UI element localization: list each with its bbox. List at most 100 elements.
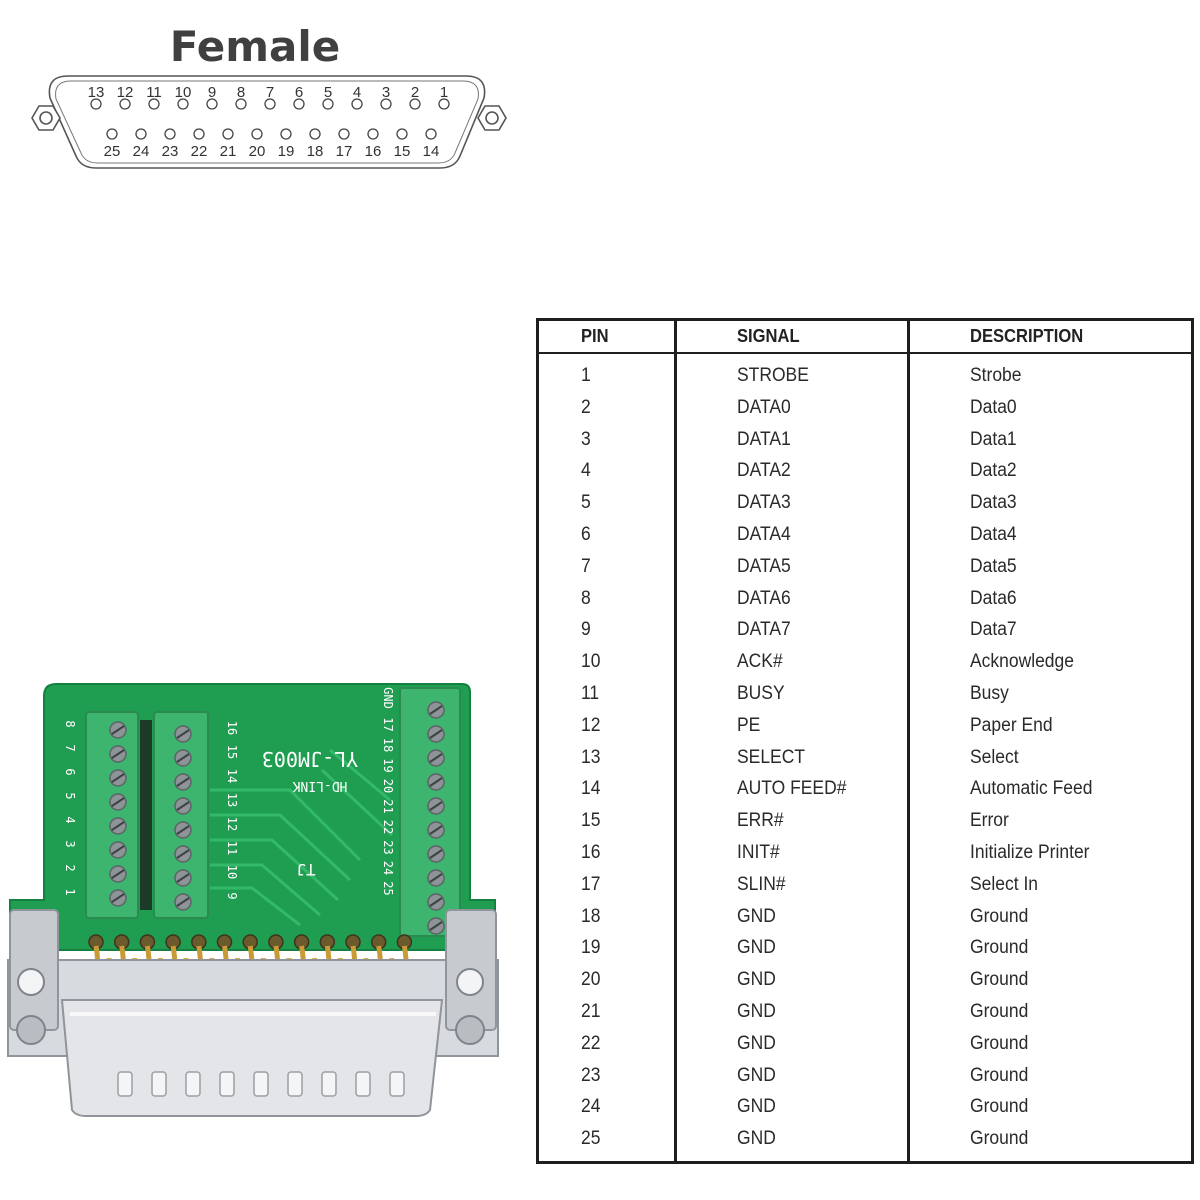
pin-hole xyxy=(135,128,147,140)
pin-hole xyxy=(380,98,392,110)
pin-contact: 10 xyxy=(175,84,192,110)
cell-signal: SELECT xyxy=(737,746,806,768)
cell-signal: INIT# xyxy=(737,841,780,863)
pin-contact: 16 xyxy=(365,128,382,160)
terminal-screw xyxy=(427,869,445,887)
cell-description: Data0 xyxy=(970,396,1017,418)
cell-pin: 8 xyxy=(581,587,591,609)
pin-contact: 1 xyxy=(438,84,450,110)
cell-pin: 10 xyxy=(581,651,601,673)
terminal-screw xyxy=(427,893,445,911)
silkscreen-pin-label: GND xyxy=(381,687,395,709)
pin-contact: 11 xyxy=(146,84,162,110)
column-divider xyxy=(674,321,677,1161)
cell-signal: BUSY xyxy=(737,682,785,704)
pin-hole xyxy=(264,98,276,110)
cell-signal: ACK# xyxy=(737,651,783,673)
cell-description: Automatic Feed xyxy=(970,778,1093,800)
dsub-metal-shell xyxy=(7,909,499,1117)
shell-slot xyxy=(287,1071,303,1097)
terminal-screw xyxy=(174,797,192,815)
pin-number: 24 xyxy=(133,143,150,160)
cell-pin: 24 xyxy=(581,1096,601,1118)
pin-hole xyxy=(206,98,218,110)
pin-contact: 12 xyxy=(117,84,134,110)
pin-hole xyxy=(222,128,234,140)
pin-hole xyxy=(280,128,292,140)
terminal-screw xyxy=(427,845,445,863)
silkscreen-pin-label: 18 xyxy=(381,738,395,752)
pin-number: 16 xyxy=(365,143,382,160)
cell-description: Data2 xyxy=(970,460,1017,482)
silkscreen-pin-label: 11 xyxy=(225,841,239,855)
cell-description: Ground xyxy=(970,1096,1029,1118)
silkscreen-pin-label: 16 xyxy=(225,721,239,735)
board-mark-label: TJ xyxy=(296,860,315,879)
pin-number: 10 xyxy=(175,84,192,101)
cell-pin: 15 xyxy=(581,810,601,832)
pin-number: 21 xyxy=(220,143,237,160)
connector-shell-inner xyxy=(55,80,479,164)
cell-signal: SLIN# xyxy=(737,873,786,895)
silkscreen-pin-label: 9 xyxy=(225,892,239,899)
cell-pin: 16 xyxy=(581,841,601,863)
cell-pin: 4 xyxy=(581,460,591,482)
pin-hole xyxy=(164,128,176,140)
pin-number: 23 xyxy=(162,143,179,160)
cell-description: Data3 xyxy=(970,492,1017,514)
cell-pin: 17 xyxy=(581,873,601,895)
cell-pin: 22 xyxy=(581,1032,601,1054)
pin-contact: 20 xyxy=(249,128,265,160)
pin-number: 8 xyxy=(237,84,245,101)
header-signal: SIGNAL xyxy=(737,326,800,346)
pin-contact: 24 xyxy=(133,128,150,160)
cell-description: Paper End xyxy=(970,714,1053,736)
terminal-screw xyxy=(174,893,192,911)
pin-number: 12 xyxy=(117,84,134,101)
cell-description: Data7 xyxy=(970,619,1017,641)
cell-signal: PE xyxy=(737,714,761,736)
shell-slot xyxy=(185,1071,201,1097)
cell-pin: 6 xyxy=(581,523,591,545)
terminal-screw xyxy=(427,725,445,743)
terminal-screw xyxy=(174,725,192,743)
silkscreen-pin-label: 13 xyxy=(225,793,239,807)
shell-slot xyxy=(321,1071,337,1097)
cell-description: Ground xyxy=(970,1064,1029,1086)
pin-contact: 18 xyxy=(307,128,324,160)
cell-signal: DATA5 xyxy=(737,555,791,577)
pin-contact: 4 xyxy=(351,84,363,110)
mount-hex-nut-right xyxy=(477,105,507,131)
pin-hole xyxy=(177,98,189,110)
cell-pin: 7 xyxy=(581,555,591,577)
cell-pin: 2 xyxy=(581,396,591,418)
terminal-screw xyxy=(427,701,445,719)
pin-contact: 14 xyxy=(423,128,439,160)
pin-contact: 15 xyxy=(394,128,410,160)
cell-description: Error xyxy=(970,810,1009,832)
header-pin: PIN xyxy=(581,326,609,346)
cell-signal: DATA2 xyxy=(737,460,791,482)
silkscreen-pin-label: 22 xyxy=(381,820,395,834)
cell-pin: 11 xyxy=(581,682,600,704)
cell-pin: 3 xyxy=(581,428,591,450)
pin-contact: 6 xyxy=(293,84,305,110)
pin-number: 18 xyxy=(307,143,324,160)
pin-contact: 2 xyxy=(409,84,421,110)
terminal-screw xyxy=(174,773,192,791)
silkscreen-pin-label: 5 xyxy=(63,792,77,799)
